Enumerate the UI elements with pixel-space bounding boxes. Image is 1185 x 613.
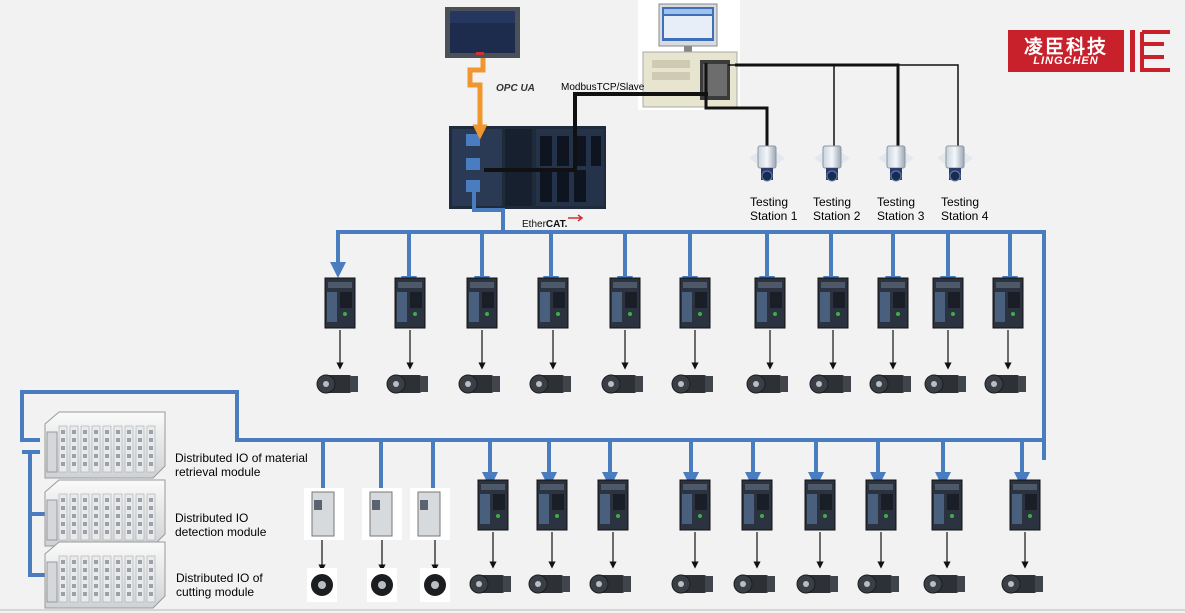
camera-icon: [814, 145, 850, 182]
servo-motor-icon: [469, 574, 511, 594]
servo-drive-icon: [741, 479, 773, 531]
io-coupler-icon: [304, 488, 344, 540]
servo-motor-icon: [671, 374, 713, 394]
camera-icon: [878, 145, 914, 182]
lingchen-logo-mark-icon: [1130, 30, 1170, 72]
servo-motor-icon: [671, 574, 713, 594]
servo-drive-icon: [537, 277, 569, 329]
servo-drive-icon: [754, 277, 786, 329]
camera-icon: [749, 145, 785, 182]
hmi-panel-icon: [445, 7, 520, 58]
ethercat-label: EtherCAT.: [522, 219, 568, 230]
servo-motor-icon: [809, 374, 851, 394]
servo-drive-icon: [679, 277, 711, 329]
servo-motor-icon: [733, 574, 775, 594]
servo-drive-icon: [477, 479, 509, 531]
servo-drive-icon: [466, 277, 498, 329]
camera-group: [749, 145, 973, 182]
distributed-io-racks: [44, 411, 166, 609]
io-coupler-icon: [410, 488, 450, 540]
servo-motor-icon: [857, 574, 899, 594]
servo-motor-icon: [529, 374, 571, 394]
servo-drive-icon: [817, 277, 849, 329]
servo-motor-icon: [589, 574, 631, 594]
industrial-pc-icon: [638, 0, 740, 110]
modbus-link: [484, 92, 708, 172]
ethercat-arrow-icon: [568, 214, 584, 222]
servo-drive-icon: [804, 479, 836, 531]
servo-motor-icon: [984, 374, 1026, 394]
servo-drive-icon: [1009, 479, 1041, 531]
servo-motor-icon: [796, 574, 838, 594]
servo-drive-icon: [865, 479, 897, 531]
servo-motor-icon: [601, 374, 643, 394]
servo-motor-icon: [386, 374, 428, 394]
distributed-io-icon: [44, 541, 166, 609]
servo-drive-icon: [932, 277, 964, 329]
servo-drive-icon: [394, 277, 426, 329]
servo-drive-icon: [877, 277, 909, 329]
modbus-label: ModbusTCP/Slave: [561, 82, 645, 93]
camera-icon: [937, 145, 973, 182]
opc-ua-label: OPC UA: [496, 83, 535, 94]
servo-drive-icon: [609, 277, 641, 329]
camera-links: [704, 63, 959, 148]
servo-motor-icon: [1001, 574, 1043, 594]
servo-motor-icon: [316, 374, 358, 394]
io-coupler-icon: [362, 488, 402, 540]
servo-motor-icon: [458, 374, 500, 394]
servo-motor-icon: [746, 374, 788, 394]
servo-motor-icon: [528, 574, 570, 594]
distributed-io-icon: [44, 479, 166, 547]
lingchen-logo: 凌臣科技 LINGCHEN: [1008, 30, 1124, 72]
servo-drive-icon: [931, 479, 963, 531]
servo-motor-icon: [420, 568, 450, 602]
servo-motor-icon: [869, 374, 911, 394]
servo-drive-icon: [597, 479, 629, 531]
servo-motor-icon: [367, 568, 397, 602]
servo-drive-icon: [536, 479, 568, 531]
servo-drive-icon: [679, 479, 711, 531]
distributed-io-icon: [44, 411, 166, 479]
opc-ua-link: [467, 58, 488, 140]
servo-drive-icon: [324, 277, 356, 329]
servo-motor-icon: [923, 574, 965, 594]
servo-motor-icon: [307, 568, 337, 602]
servo-motor-icon: [924, 374, 966, 394]
servo-drive-icon: [992, 277, 1024, 329]
upper-axis-row: [316, 232, 1026, 394]
lower-axis-row: [304, 440, 1043, 602]
